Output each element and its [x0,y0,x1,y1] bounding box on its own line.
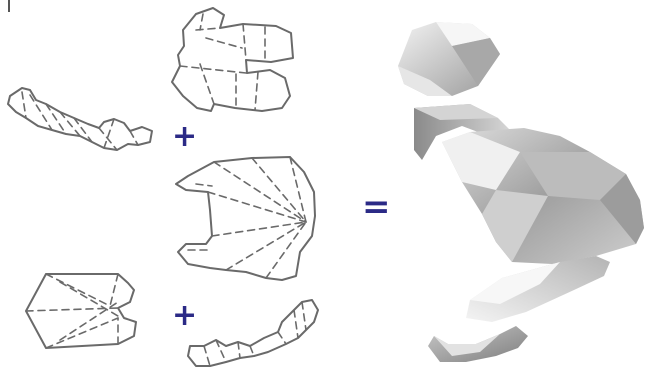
assembled-piece-1 [398,22,500,96]
net-large-center [176,157,315,280]
assembled-piece-4 [466,256,610,322]
net-arm-chain-bottom [188,300,318,366]
assembled-model [398,22,644,362]
plus-sign-top: + [172,119,197,154]
assembled-piece-5 [428,326,528,362]
net-arm-chain [8,88,152,150]
plus-sign-bottom: + [172,298,197,333]
net-hexagon-left [26,274,136,348]
net-top-folded [172,8,293,111]
assembled-piece-3 [442,128,644,264]
equals-sign: = [362,187,391,227]
